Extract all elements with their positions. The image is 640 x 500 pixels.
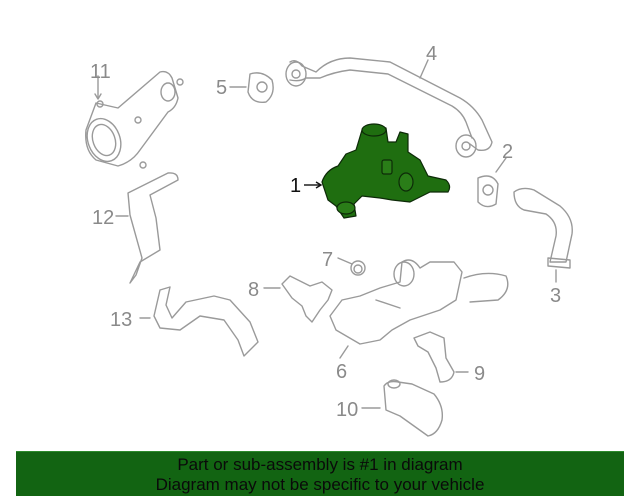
part-10-pipe[interactable]: [383, 380, 444, 437]
callout-6[interactable]: 6: [336, 361, 348, 383]
part-11-cooler[interactable]: [81, 70, 184, 169]
callout-5[interactable]: 5: [216, 77, 228, 99]
banner-line-2: Diagram may not be specific to your vehi…: [155, 475, 485, 494]
callout-1[interactable]: 1: [290, 175, 302, 197]
part-6-egr-valve-housing[interactable]: [329, 259, 509, 359]
part-1-highlighted[interactable]: [321, 123, 451, 219]
callout-2[interactable]: 2: [502, 141, 514, 163]
callout-13[interactable]: 13: [110, 309, 133, 331]
parts-diagram: [81, 57, 573, 437]
callout-12[interactable]: 12: [92, 207, 115, 229]
part-4-egr-tube[interactable]: [285, 57, 493, 158]
part-3-hose[interactable]: [513, 187, 573, 263]
callout-4[interactable]: 4: [426, 43, 438, 65]
callout-10[interactable]: 10: [336, 399, 359, 421]
callout-9[interactable]: 9: [474, 363, 486, 385]
banner-line-1: Part or sub-assembly is #1 in diagram: [177, 455, 463, 474]
diagram-notice-banner: Part or sub-assembly is #1 in diagram Di…: [16, 451, 624, 496]
part-12-bracket[interactable]: [127, 172, 179, 284]
callout-7[interactable]: 7: [322, 249, 334, 271]
callout-3[interactable]: 3: [550, 285, 562, 307]
part-9-hose[interactable]: [413, 331, 455, 383]
part-2-gasket[interactable]: [477, 175, 499, 208]
callout-11[interactable]: 11: [90, 61, 111, 83]
part-13-bracket[interactable]: [153, 286, 259, 357]
part-5-gasket[interactable]: [247, 72, 274, 103]
callout-8[interactable]: 8: [248, 279, 260, 301]
part-8-bracket[interactable]: [281, 275, 333, 323]
part-7-nut[interactable]: [337, 257, 366, 276]
